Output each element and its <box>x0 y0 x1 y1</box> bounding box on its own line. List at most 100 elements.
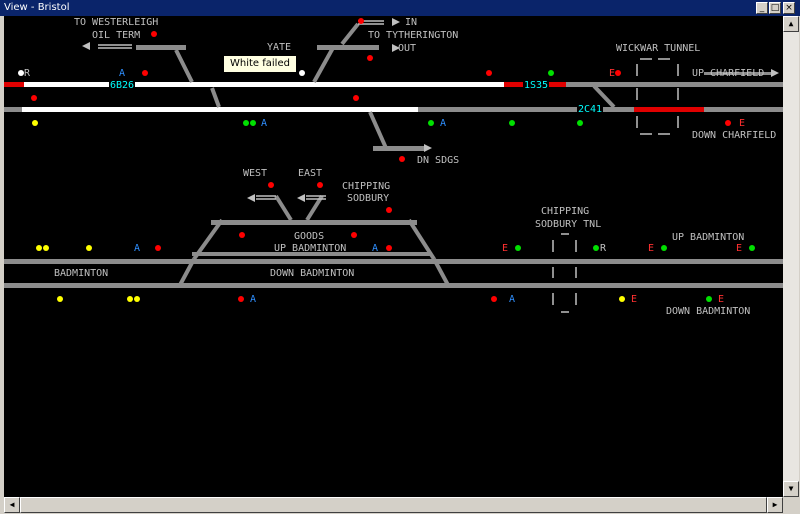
signal-white-icon <box>299 70 305 76</box>
auto-button[interactable]: A <box>250 294 257 305</box>
label-to-tytherington: TO TYTHERINGTON <box>368 30 459 41</box>
signal-red-icon <box>353 95 359 101</box>
close-button[interactable]: × <box>783 2 795 14</box>
signal-green-icon <box>428 120 434 126</box>
label-up-charfield: UP CHARFIELD <box>692 68 765 79</box>
signal-red-icon <box>367 55 373 61</box>
maximize-button[interactable]: □ <box>769 2 781 14</box>
signal-red-icon <box>155 245 161 251</box>
signal-green-icon <box>706 296 712 302</box>
emergency-replacement-button[interactable]: E <box>631 294 638 305</box>
label-goods: GOODS <box>294 231 325 242</box>
auto-button[interactable]: A <box>261 118 268 129</box>
label-up-badminton-inner: UP BADMINTON <box>274 243 347 254</box>
reminder-button[interactable]: R <box>24 68 31 79</box>
scroll-up-button[interactable]: ▲ <box>783 16 799 32</box>
label-oil-term: OIL TERM <box>92 30 141 41</box>
track-tytherington-siding[interactable] <box>317 45 379 50</box>
signal-red-icon <box>725 120 731 126</box>
signal-red-icon <box>151 31 157 37</box>
track-down-main-occupied-tunnel[interactable] <box>634 107 704 112</box>
signal-green-icon <box>515 245 521 251</box>
signal-yellow-icon <box>134 296 140 302</box>
minimize-button[interactable]: _ <box>756 2 768 14</box>
vertical-scrollbar[interactable]: ▲ ▼ <box>783 16 799 497</box>
emergency-replacement-button[interactable]: E <box>739 118 746 129</box>
track-up-main-occupied-west[interactable] <box>4 82 24 87</box>
signal-red-icon <box>386 245 392 251</box>
track-up-charfield-approach[interactable] <box>704 72 774 75</box>
train-berth[interactable]: 2C41 <box>577 104 604 115</box>
signal-yellow-icon <box>86 245 92 251</box>
train-berth[interactable]: 1S35 <box>523 80 550 91</box>
auto-button[interactable]: A <box>509 294 516 305</box>
signals-layer[interactable] <box>4 16 783 497</box>
signal-red-icon <box>351 232 357 238</box>
auto-button[interactable]: A <box>372 243 379 254</box>
arrow-right-icon <box>424 144 432 152</box>
signalling-diagram[interactable]: White failed TO WESTERLEIGH OIL TERM YAT… <box>4 16 783 497</box>
label-chipping-sodbury-2: SODBURY <box>347 193 390 204</box>
reminder-button[interactable]: R <box>600 243 607 254</box>
label-yate: YATE <box>267 42 292 53</box>
signal-yellow-icon <box>619 296 625 302</box>
track-up-badminton[interactable] <box>4 259 783 264</box>
emergency-replacement-button[interactable]: E <box>502 243 509 254</box>
track-oil-term-siding[interactable] <box>136 45 186 50</box>
horizontal-scrollbar[interactable]: ◀ ▶ <box>4 497 783 513</box>
signal-green-icon <box>661 245 667 251</box>
emergency-replacement-button[interactable]: E <box>718 294 725 305</box>
track-down-main-route[interactable] <box>22 107 418 112</box>
signal-red-icon <box>491 296 497 302</box>
arrow-right-icon <box>771 69 779 77</box>
signal-red-icon <box>386 207 392 213</box>
label-dn-sdgs: DN SDGS <box>417 155 460 166</box>
scroll-thumb[interactable] <box>20 497 767 513</box>
signal-yellow-icon <box>36 245 42 251</box>
window-titlebar: View - Bristol _ □ × <box>0 0 800 16</box>
signal-green-icon <box>548 70 554 76</box>
track-chipping-sodbury-up-loop[interactable] <box>211 220 417 225</box>
auto-button[interactable]: A <box>440 118 447 129</box>
signal-yellow-icon <box>43 245 49 251</box>
scroll-right-button[interactable]: ▶ <box>767 497 783 513</box>
track-chipping-sodbury-platform[interactable] <box>192 252 432 256</box>
signal-yellow-icon <box>127 296 133 302</box>
signal-green-icon <box>577 120 583 126</box>
signal-red-icon <box>31 95 37 101</box>
scrollbar-corner <box>783 497 799 513</box>
signal-red-icon <box>142 70 148 76</box>
track-up-main-east[interactable] <box>566 82 783 87</box>
auto-button[interactable]: A <box>134 243 141 254</box>
arrow-left-icon <box>297 194 305 202</box>
train-berth[interactable]: 6B26 <box>109 80 136 91</box>
signal-red-icon <box>317 182 323 188</box>
label-down-badminton-inner: DOWN BADMINTON <box>270 268 355 279</box>
signal-red-icon <box>358 18 364 24</box>
label-wickwar-tunnel: WICKWAR TUNNEL <box>616 43 701 54</box>
track-down-main-west[interactable] <box>4 107 22 112</box>
signal-green-icon <box>243 120 249 126</box>
scroll-down-button[interactable]: ▼ <box>783 481 799 497</box>
auto-button[interactable]: A <box>119 68 126 79</box>
track-down-main-east[interactable] <box>704 107 783 112</box>
label-down-badminton-right: DOWN BADMINTON <box>666 306 751 317</box>
emergency-replacement-button[interactable]: E <box>648 243 655 254</box>
scroll-left-button[interactable]: ◀ <box>4 497 20 513</box>
signal-red-icon <box>399 156 405 162</box>
signal-green-icon <box>593 245 599 251</box>
signal-red-icon <box>239 232 245 238</box>
track-dn-sdgs[interactable] <box>373 146 425 151</box>
status-tooltip: White failed <box>223 55 297 73</box>
label-badminton: BADMINTON <box>54 268 109 279</box>
label-up-badminton-right: UP BADMINTON <box>672 232 745 243</box>
emergency-replacement-button[interactable]: E <box>736 243 743 254</box>
track-down-main-mid[interactable] <box>418 107 634 112</box>
track-up-main-route[interactable] <box>24 82 504 87</box>
emergency-replacement-button[interactable]: E <box>609 68 616 79</box>
track-down-badminton[interactable] <box>4 283 783 288</box>
signal-red-icon <box>268 182 274 188</box>
track-connections <box>82 18 779 313</box>
label-chipping-sodbury-1: CHIPPING <box>342 181 391 192</box>
label-to-westerleigh: TO WESTERLEIGH <box>74 17 159 28</box>
